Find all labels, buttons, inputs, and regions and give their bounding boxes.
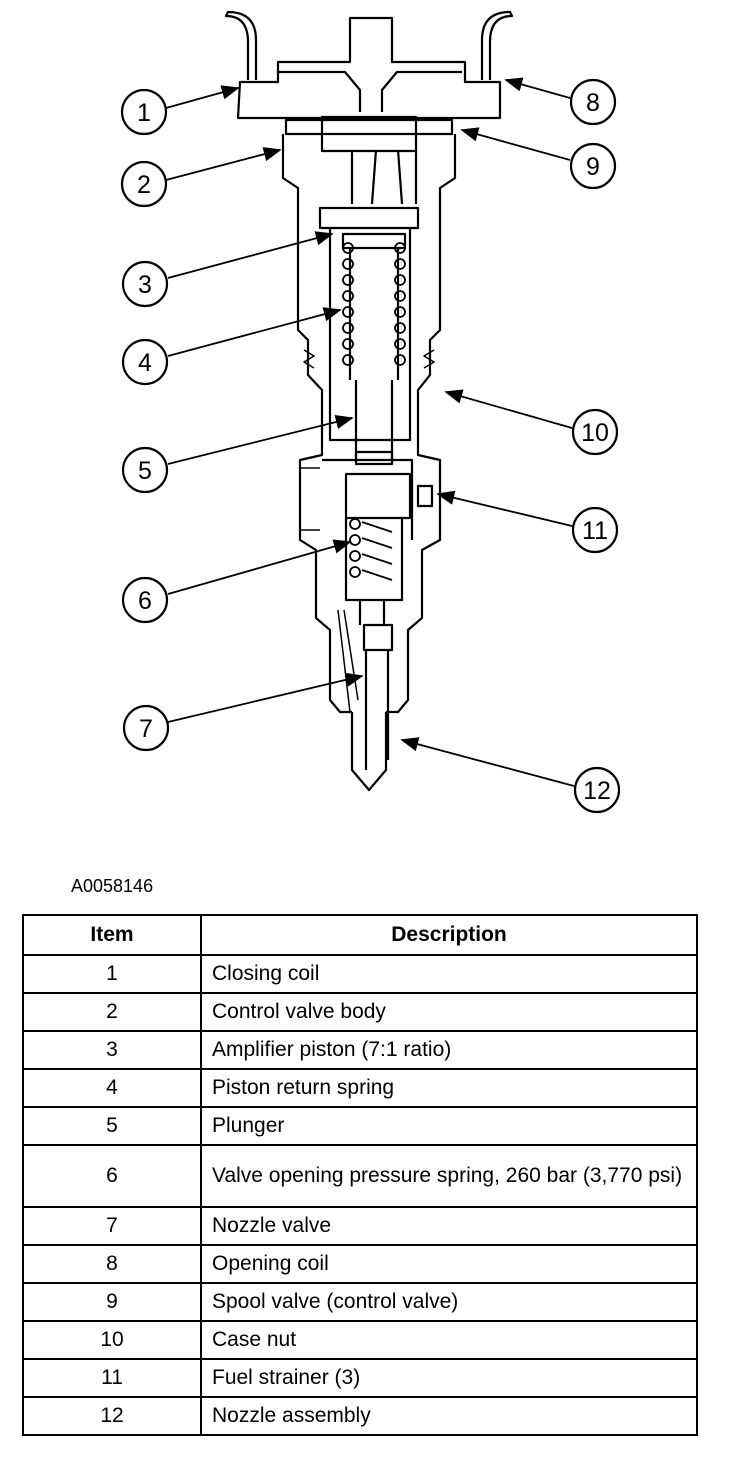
row-description: Case nut <box>200 1320 698 1360</box>
table-row: 7 Nozzle valve <box>22 1206 698 1246</box>
leader-3 <box>167 231 334 279</box>
piston-bore <box>318 206 420 230</box>
row-description: Fuel strainer (3) <box>200 1358 698 1398</box>
table-row: 11 Fuel strainer (3) <box>22 1358 698 1398</box>
row-item: 5 <box>22 1106 202 1146</box>
row-item: 10 <box>22 1320 202 1360</box>
injector-body <box>224 10 514 792</box>
spring-housing <box>344 472 412 520</box>
row-item: 4 <box>22 1068 202 1108</box>
table-row: 5 Plunger <box>22 1106 698 1146</box>
table-row: 1 Closing coil <box>22 954 698 994</box>
callout-4: 4 <box>138 349 152 377</box>
table-row: 4 Piston return spring <box>22 1068 698 1108</box>
nozzle-tip <box>350 712 388 792</box>
closing-coil-wire <box>224 10 258 80</box>
callout-6: 6 <box>138 587 152 615</box>
top-cap <box>236 16 502 120</box>
return-spring <box>342 242 406 366</box>
callout-12: 12 <box>583 777 611 805</box>
leader-8 <box>504 77 571 99</box>
row-description: Spool valve (control valve) <box>200 1282 698 1322</box>
callout-8: 8 <box>586 89 600 117</box>
row-description: Opening coil <box>200 1244 698 1284</box>
table-row: 12 Nozzle assembly <box>22 1396 698 1436</box>
row-description: Control valve body <box>200 992 698 1032</box>
leader-9 <box>460 127 571 161</box>
row-item: 6 <box>22 1144 202 1208</box>
spool-valve-plate <box>284 118 454 136</box>
table-row: 9 Spool valve (control valve) <box>22 1282 698 1322</box>
row-description: Nozzle assembly <box>200 1396 698 1436</box>
row-description: Valve opening pressure spring, 260 bar (… <box>200 1144 698 1208</box>
callout-9: 9 <box>586 153 600 181</box>
leader-6 <box>167 539 352 595</box>
row-description: Closing coil <box>200 954 698 994</box>
row-item: 11 <box>22 1358 202 1398</box>
row-item: 9 <box>22 1282 202 1322</box>
nozzle-valve <box>362 623 394 652</box>
control-valve-body <box>281 134 300 226</box>
row-description: Nozzle valve <box>200 1206 698 1246</box>
figure-id: A0058146 <box>71 876 154 896</box>
injector-diagram: 1 2 3 4 5 6 7 8 9 10 11 12 <box>120 10 621 814</box>
leader-5 <box>167 414 354 465</box>
callout-7: 7 <box>139 715 153 743</box>
leader-7 <box>167 672 364 723</box>
table-header-row: Item Description <box>22 914 698 956</box>
leader-1 <box>165 85 240 109</box>
table-row: 3 Amplifier piston (7:1 ratio) <box>22 1030 698 1070</box>
row-item: 7 <box>22 1206 202 1246</box>
callout-11: 11 <box>582 517 608 545</box>
header-description: Description <box>200 914 698 956</box>
table-row: 8 Opening coil <box>22 1244 698 1284</box>
opening-pressure-spring <box>349 518 393 581</box>
callout-1: 1 <box>137 99 151 127</box>
row-item: 8 <box>22 1244 202 1284</box>
parts-table: Item Description 1 Closing coil 2 Contro… <box>22 914 698 1436</box>
leader-12 <box>400 737 575 787</box>
row-item: 2 <box>22 992 202 1032</box>
callout-3: 3 <box>138 271 152 299</box>
leader-11 <box>436 490 573 527</box>
row-item: 12 <box>22 1396 202 1436</box>
callout-10: 10 <box>581 419 609 447</box>
callout-2: 2 <box>137 171 151 199</box>
plunger <box>354 380 394 462</box>
row-item: 3 <box>22 1030 202 1070</box>
header-item: Item <box>22 914 202 956</box>
table-row: 6 Valve opening pressure spring, 260 bar… <box>22 1144 698 1208</box>
table-row: 2 Control valve body <box>22 992 698 1032</box>
row-description: Amplifier piston (7:1 ratio) <box>200 1030 698 1070</box>
row-item: 1 <box>22 954 202 994</box>
amplifier-piston <box>341 232 407 250</box>
leader-10 <box>444 389 573 429</box>
leader-2 <box>165 147 282 181</box>
leader-4 <box>167 307 342 357</box>
row-description: Piston return spring <box>200 1068 698 1108</box>
fuel-strainer <box>416 484 434 508</box>
opening-coil-wire <box>480 10 514 80</box>
callout-5: 5 <box>138 457 152 485</box>
barrel <box>296 226 352 714</box>
leader-lines <box>165 77 575 787</box>
row-description: Plunger <box>200 1106 698 1146</box>
table-row: 10 Case nut <box>22 1320 698 1360</box>
